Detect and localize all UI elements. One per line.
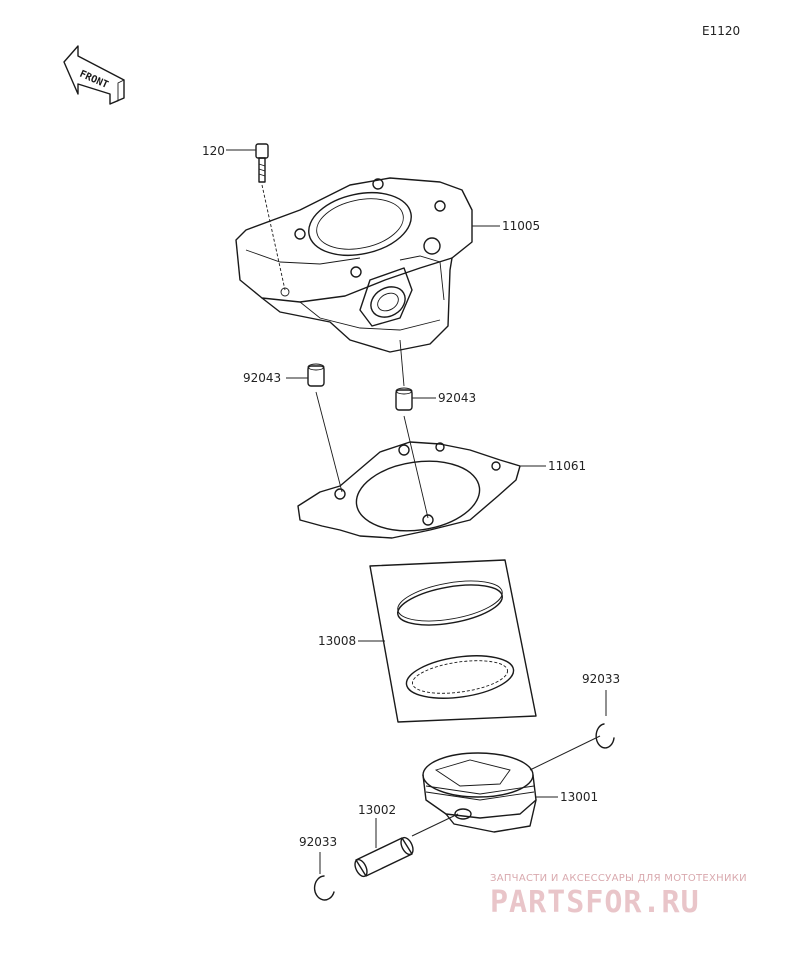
- front-label: FRONT: [78, 69, 110, 91]
- label-92033-left: 92033: [299, 835, 337, 849]
- label-120: 120: [202, 144, 225, 158]
- cylinder-11005: [235, 177, 500, 353]
- dowel-pin-left: [286, 363, 343, 493]
- label-13008: 13008: [318, 634, 356, 648]
- label-13002: 13002: [358, 803, 396, 817]
- diagram-code: E1120: [702, 24, 740, 38]
- label-92043-left: 92043: [243, 371, 281, 385]
- label-92043-right: 92043: [438, 391, 476, 405]
- piston-ring-set-13008: [358, 559, 537, 723]
- dowel-pin-right: [395, 339, 436, 519]
- piston-pin-13002: [354, 813, 459, 878]
- label-11061: 11061: [548, 459, 586, 473]
- front-arrow-icon: FRONT: [63, 45, 125, 105]
- label-13001: 13001: [560, 790, 598, 804]
- circlip-right: [529, 690, 615, 771]
- label-11005: 11005: [502, 219, 540, 233]
- label-92033-right: 92033: [582, 672, 620, 686]
- watermark-tagline: ЗАПЧАСТИ И АКСЕССУАРЫ ДЛЯ МОТОТЕХНИКИ: [490, 873, 747, 884]
- gasket-11061: [297, 441, 546, 539]
- piston-13001: [422, 752, 558, 833]
- circlip-left: [313, 852, 335, 901]
- watermark-brand: PARTSFOR.RU: [490, 885, 700, 920]
- bolt-120: [226, 143, 286, 291]
